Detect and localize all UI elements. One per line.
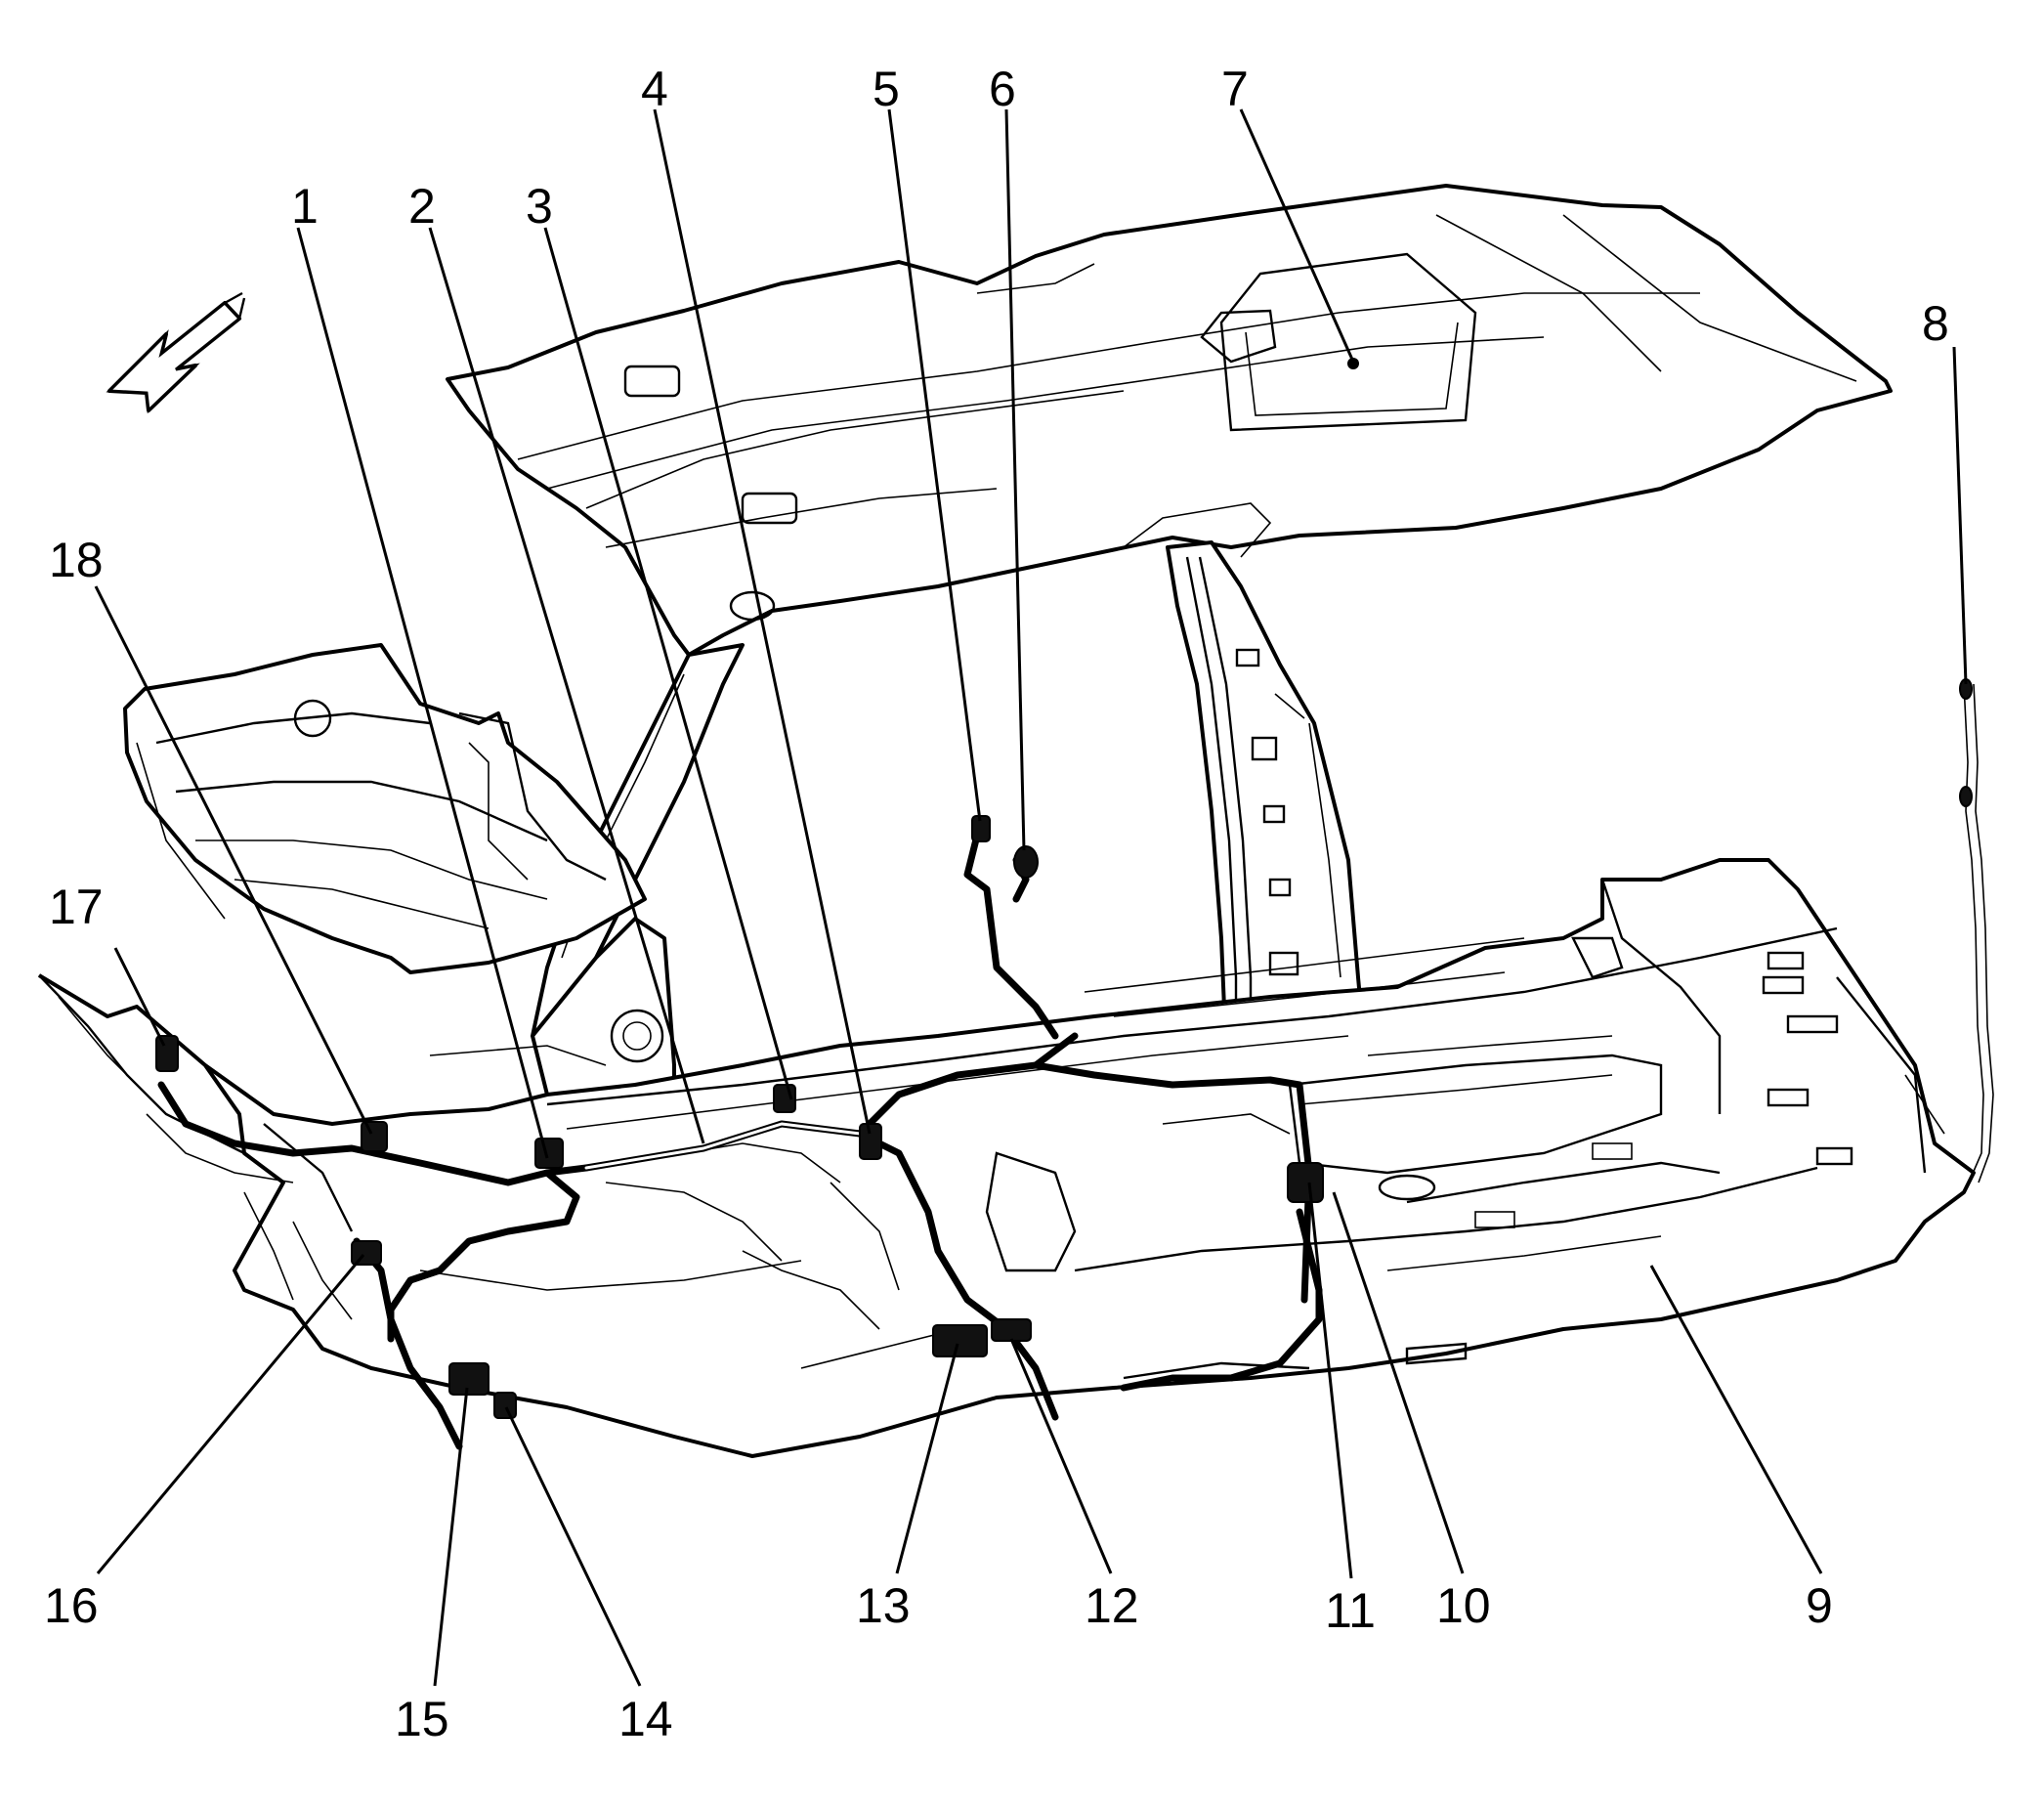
- connector-4: [859, 1123, 882, 1160]
- callout-16: 16: [44, 1578, 99, 1633]
- callout-2: 2: [408, 179, 436, 234]
- callout-14: 14: [618, 1692, 673, 1746]
- leader-lines: [94, 108, 1968, 1687]
- connector-6: [1013, 845, 1039, 879]
- connector-17: [155, 1035, 179, 1072]
- callout-12: 12: [1085, 1578, 1139, 1633]
- callout-3: 3: [526, 179, 553, 234]
- floor-pan: [37, 858, 1976, 1458]
- module-13: [932, 1324, 988, 1357]
- connector-8b: [1959, 786, 1973, 807]
- connector-1: [534, 1138, 564, 1169]
- callout-4: 4: [641, 62, 668, 116]
- callout-6: 6: [989, 62, 1016, 116]
- connector-12: [991, 1318, 1032, 1342]
- callout-11: 11: [1325, 1583, 1376, 1638]
- connector-5: [971, 815, 991, 842]
- instrument-panel-section: [123, 643, 647, 974]
- floor-wiring-harness: [157, 683, 1994, 1450]
- callout-9: 9: [1806, 1578, 1833, 1633]
- callout-labels: 1 2 3 4 5 6 7 8 9 10 11 12 13 14 15 16 1…: [44, 62, 1949, 1746]
- callout-13: 13: [856, 1578, 911, 1633]
- connector-18: [361, 1121, 388, 1152]
- callout-8: 8: [1922, 296, 1949, 351]
- headliner-roof-panel: [446, 184, 1893, 657]
- callout-17: 17: [49, 880, 104, 934]
- callout-18: 18: [49, 533, 104, 587]
- callout-1: 1: [291, 179, 319, 234]
- forward-direction-arrow-icon: [106, 291, 246, 414]
- connector-11: [1287, 1162, 1324, 1203]
- connector-14: [493, 1392, 517, 1419]
- callout-10: 10: [1436, 1578, 1491, 1633]
- connector-16: [351, 1240, 382, 1266]
- callout-15: 15: [395, 1692, 449, 1746]
- callout-7: 7: [1221, 62, 1249, 116]
- connector-15: [448, 1362, 490, 1396]
- callout-5: 5: [873, 62, 900, 116]
